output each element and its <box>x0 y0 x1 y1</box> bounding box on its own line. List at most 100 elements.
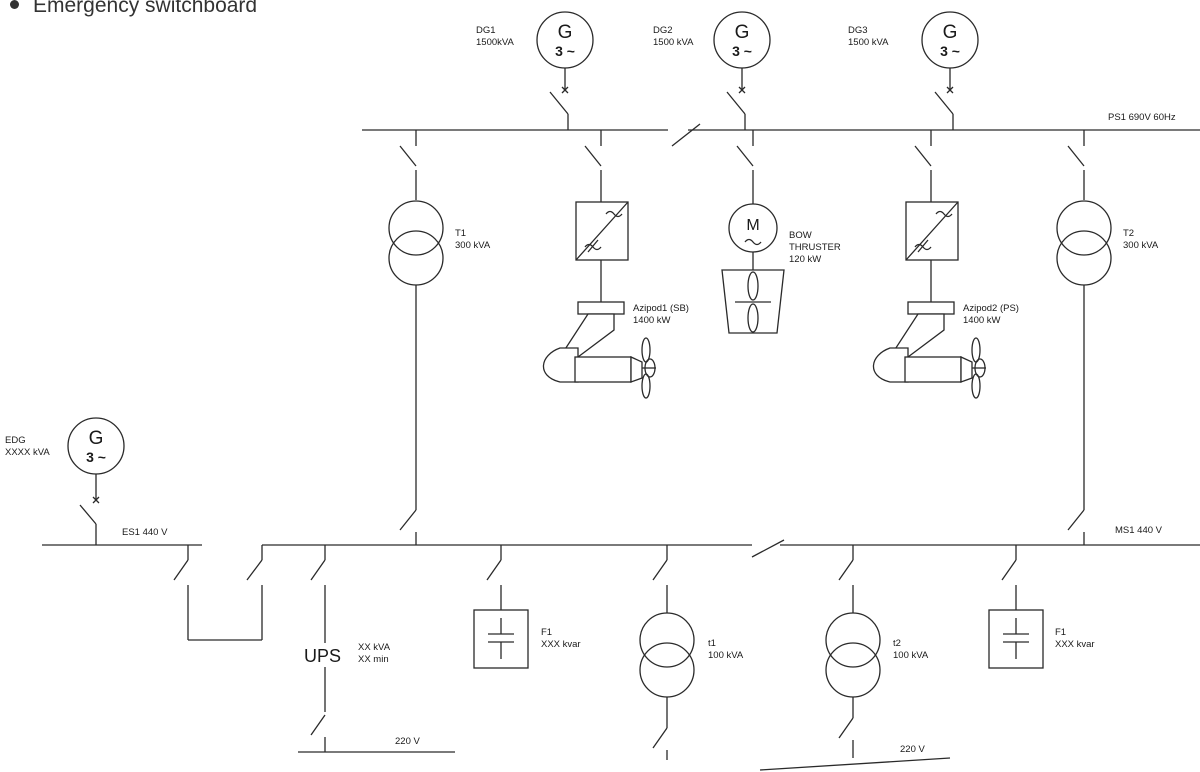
generator-dg1: DG1 1500kVA G 3 ~ <box>476 11 594 130</box>
switch-icon <box>652 727 668 749</box>
switch-icon <box>79 504 97 525</box>
svg-text:100 kVA: 100 kVA <box>893 650 929 661</box>
svg-text:3 ~: 3 ~ <box>940 43 960 59</box>
switch-icon <box>310 714 326 736</box>
svg-text:XX kVA: XX kVA <box>358 642 391 653</box>
svg-text:T1: T1 <box>455 228 466 239</box>
ups-feeder: UPS XX kVA XX min 220 V <box>298 545 455 753</box>
bullet-dot-icon <box>10 0 19 9</box>
svg-text:G: G <box>735 22 750 43</box>
svg-text:THRUSTER: THRUSTER <box>789 242 841 253</box>
svg-text:1500 kVA: 1500 kVA <box>848 37 889 48</box>
es1-bus-label: ES1 440 V <box>122 527 168 538</box>
filter-f1-left: F1 XXX kvar <box>473 545 581 669</box>
breaker-icon <box>92 496 100 504</box>
azipod2-feeder: Azipod2 (PS) 1400 kW <box>872 130 1019 399</box>
azipod-pod <box>872 347 909 383</box>
transformer-t1-small: t1 100 kVA <box>639 545 744 760</box>
switch-icon <box>486 559 502 581</box>
ps1-bus-label: PS1 690V 60Hz <box>1108 112 1176 123</box>
transformer-t2-small: t2 100 kVA 220 V <box>759 545 951 771</box>
switch-icon <box>934 91 954 115</box>
low-voltage-bus-right <box>759 757 951 771</box>
generator-dg3: DG3 1500 kVA G 3 ~ <box>848 11 979 130</box>
svg-text:M: M <box>746 217 759 234</box>
svg-text:1500kVA: 1500kVA <box>476 37 515 48</box>
transformer-icon <box>1056 200 1112 256</box>
svg-text:G: G <box>943 22 958 43</box>
svg-text:300 kVA: 300 kVA <box>1123 240 1159 251</box>
azipod-mount <box>907 301 955 315</box>
converter-icon <box>905 201 959 261</box>
bow-thruster-feeder: M BOW THRUSTER 120 kW <box>721 130 841 334</box>
switch-icon <box>173 559 189 581</box>
generator-dg2: DG2 1500 kVA G 3 ~ <box>653 11 771 130</box>
svg-text:EDG: EDG <box>5 435 26 446</box>
propeller-icon <box>971 337 986 399</box>
svg-text:G: G <box>558 22 573 43</box>
transformer-icon <box>639 612 695 668</box>
svg-text:220 V: 220 V <box>900 744 925 755</box>
switch-icon <box>310 559 326 581</box>
svg-text:3 ~: 3 ~ <box>86 449 106 465</box>
transformer-t2-feeder: T2 300 kVA <box>1056 130 1159 545</box>
svg-text:XXX kvar: XXX kvar <box>1055 639 1095 650</box>
svg-text:F1: F1 <box>541 627 552 638</box>
svg-text:DG2: DG2 <box>653 25 673 36</box>
svg-text:3 ~: 3 ~ <box>732 43 752 59</box>
svg-text:120 kW: 120 kW <box>789 254 821 265</box>
switch-icon <box>914 145 932 167</box>
es1-ms1-tie <box>173 545 263 641</box>
svg-text:BOW: BOW <box>789 230 812 241</box>
svg-text:Azipod2 (PS): Azipod2 (PS) <box>963 303 1019 314</box>
generator-edg: EDG XXXX kVA G 3 ~ <box>5 417 125 545</box>
switch-icon <box>1067 509 1085 531</box>
switch-icon <box>246 559 263 581</box>
svg-text:1400 kW: 1400 kW <box>963 315 1001 326</box>
svg-text:300 kVA: 300 kVA <box>455 240 491 251</box>
ms1-bus-label: MS1 440 V <box>1115 525 1163 536</box>
svg-text:100 kVA: 100 kVA <box>708 650 744 661</box>
svg-text:1400 kW: 1400 kW <box>633 315 671 326</box>
switch-icon <box>736 145 754 167</box>
svg-text:DG3: DG3 <box>848 25 868 36</box>
bullet-item: Emergency switchboard <box>10 0 257 18</box>
svg-text:1500 kVA: 1500 kVA <box>653 37 694 48</box>
svg-text:UPS: UPS <box>304 646 341 666</box>
ms1-bus-tie-switch <box>751 539 785 558</box>
svg-text:T2: T2 <box>1123 228 1134 239</box>
transformer-icon <box>388 200 444 256</box>
ps1-bus-tie-switch <box>671 123 701 147</box>
switch-icon <box>652 559 668 581</box>
svg-text:G: G <box>89 428 104 449</box>
breaker-icon <box>738 86 746 94</box>
svg-text:F1: F1 <box>1055 627 1066 638</box>
svg-text:t2: t2 <box>893 638 901 649</box>
switch-icon <box>838 717 854 739</box>
breaker-icon <box>946 86 954 94</box>
switch-icon <box>584 145 602 167</box>
converter-icon <box>575 201 629 261</box>
transformer-icon <box>825 612 881 668</box>
breaker-icon <box>561 86 569 94</box>
switch-icon <box>399 509 417 531</box>
switch-icon <box>399 145 417 167</box>
svg-text:220 V: 220 V <box>395 736 420 747</box>
azipod-pod <box>542 347 579 383</box>
azipod-mount <box>577 301 625 315</box>
filter-f1-right: F1 XXX kvar <box>988 545 1095 669</box>
bullet-text: Emergency switchboard <box>33 0 258 17</box>
svg-text:t1: t1 <box>708 638 716 649</box>
transformer-t1-feeder: T1 300 kVA <box>388 130 491 545</box>
azipod1-feeder: Azipod1 (SB) 1400 kW <box>542 130 689 399</box>
switch-icon <box>1001 559 1017 581</box>
svg-text:3 ~: 3 ~ <box>555 43 575 59</box>
svg-text:XX min: XX min <box>358 654 389 665</box>
svg-text:XXX kvar: XXX kvar <box>541 639 581 650</box>
switch-icon <box>549 91 569 115</box>
propeller-icon <box>641 337 656 399</box>
switch-icon <box>838 559 854 581</box>
switch-icon <box>726 91 746 115</box>
svg-text:Azipod1 (SB): Azipod1 (SB) <box>633 303 689 314</box>
